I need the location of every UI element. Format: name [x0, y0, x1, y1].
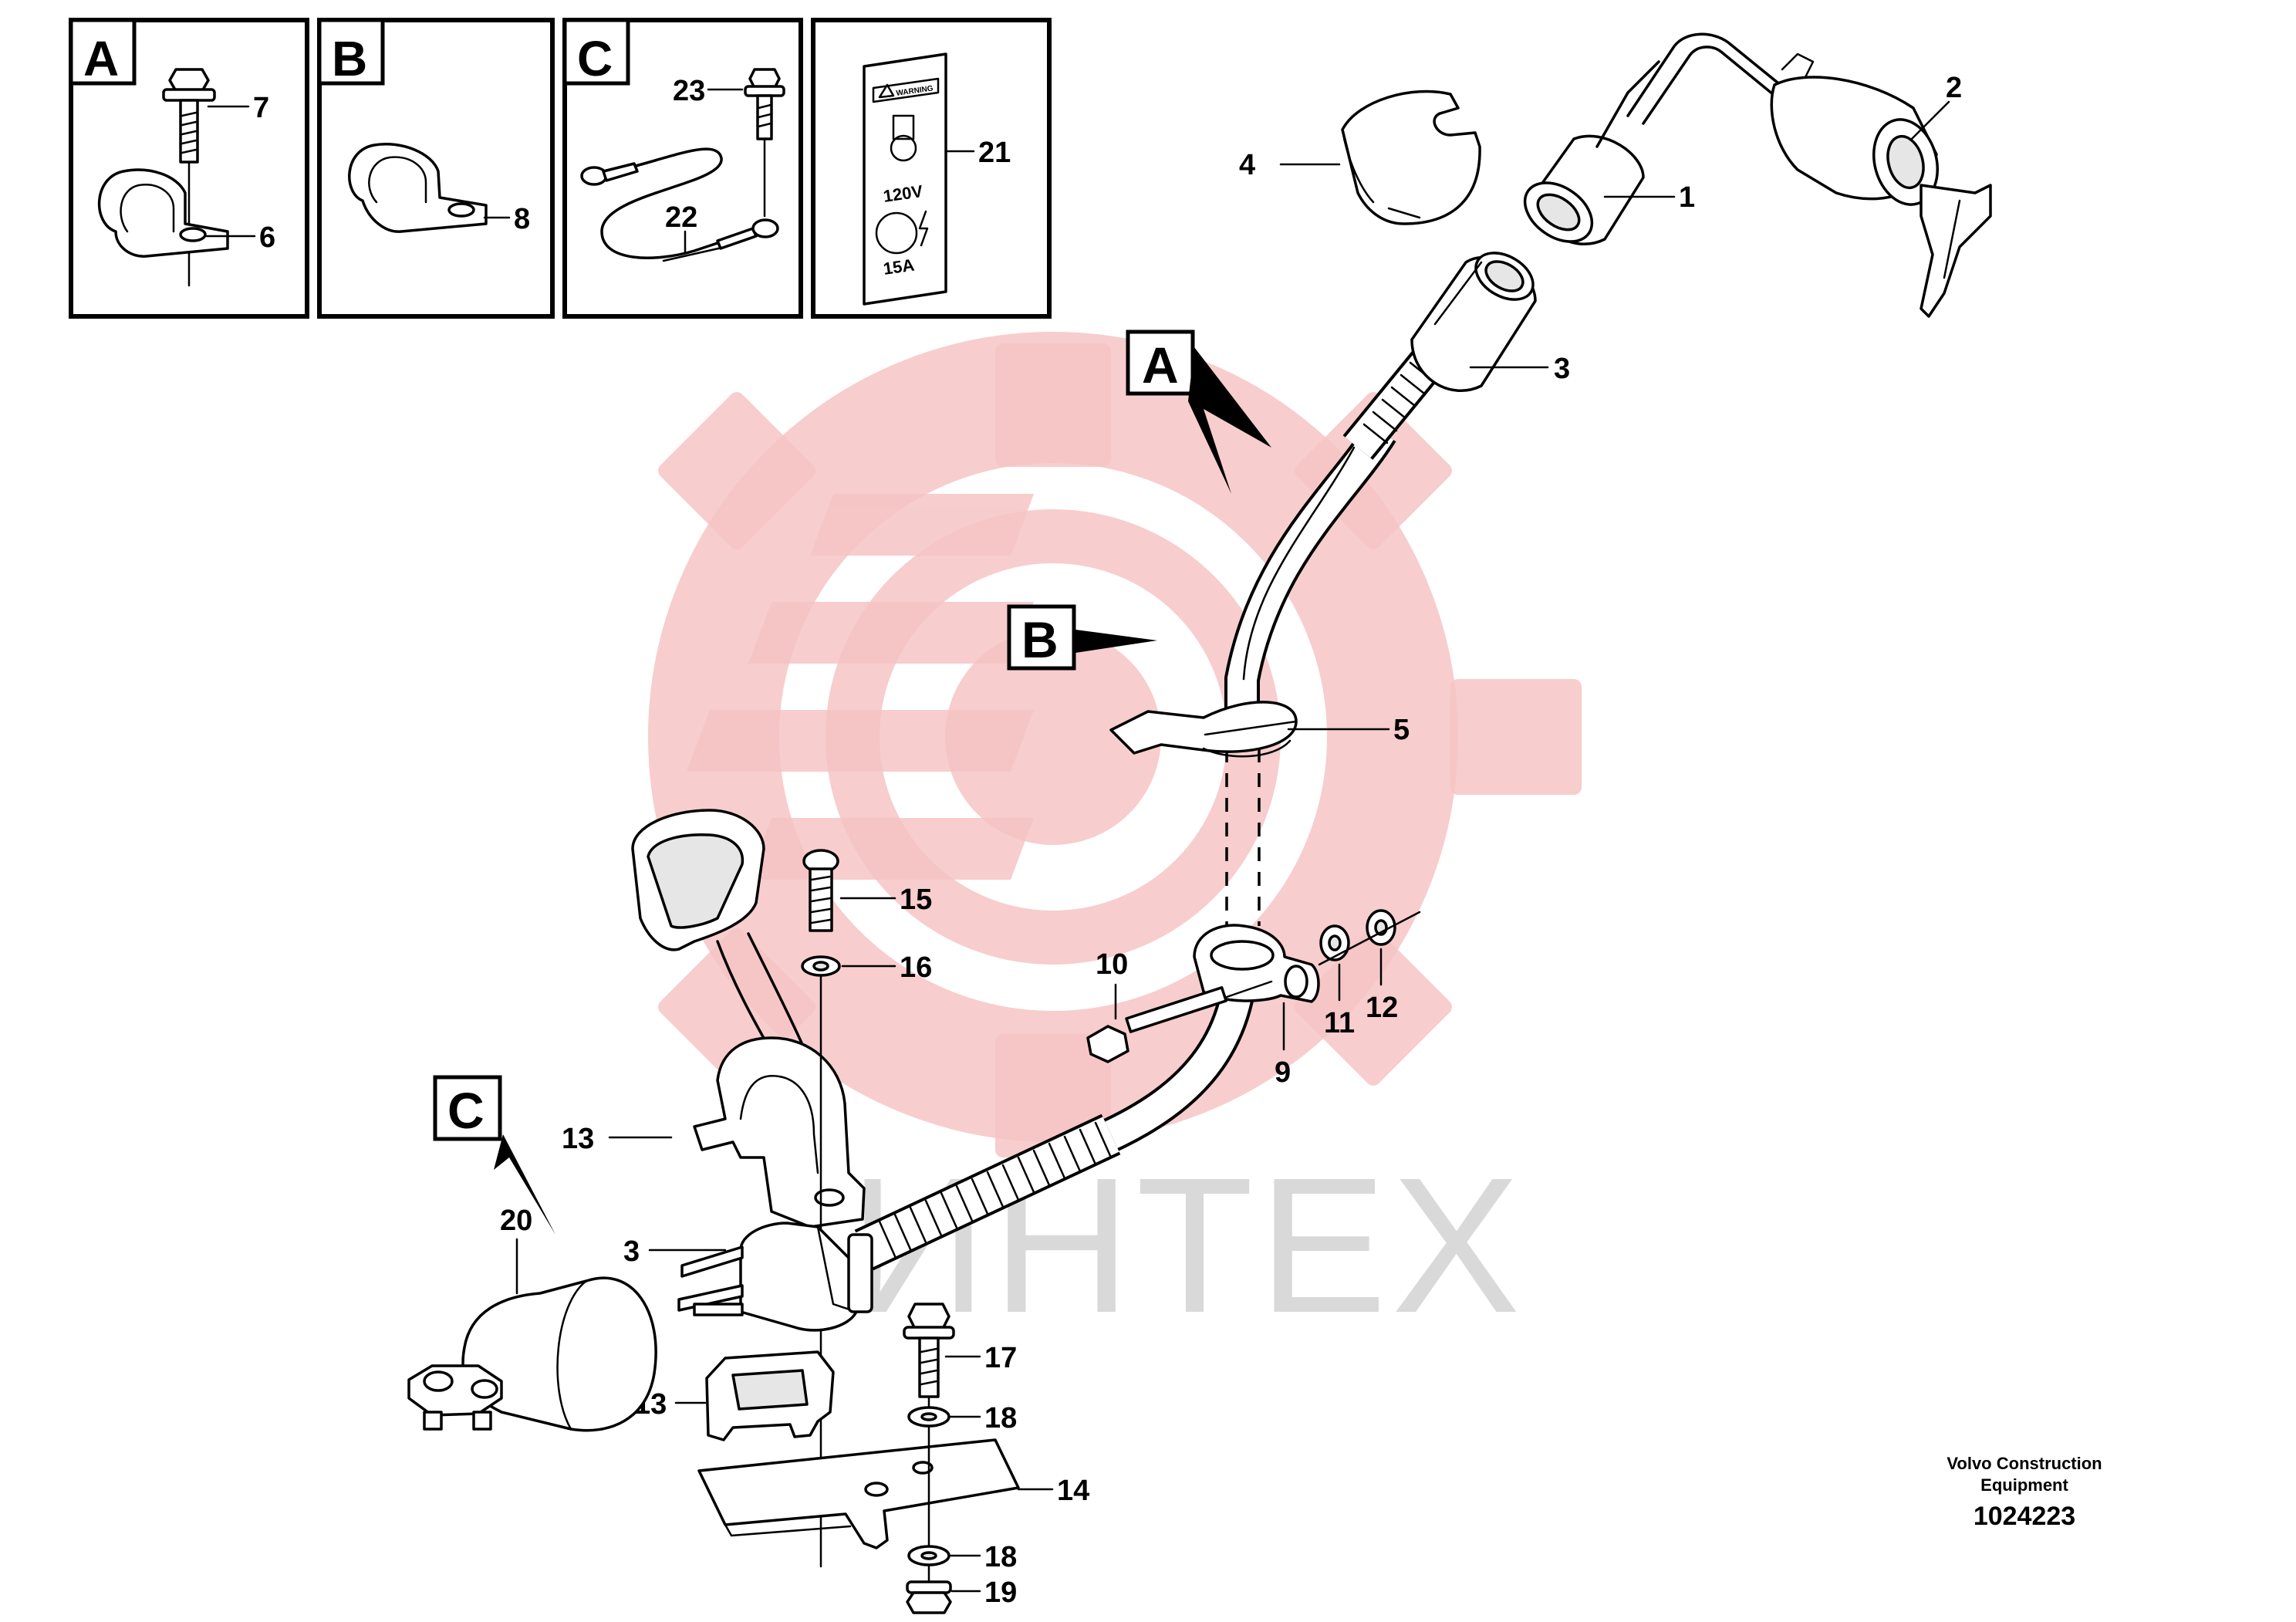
callout-21: 21: [978, 137, 1011, 169]
callout-letter-a: A: [1126, 329, 1271, 494]
socket-1: [1523, 60, 1660, 245]
callout-2: 2: [1946, 72, 1962, 104]
washer-18-lower: [907, 1545, 950, 1566]
callout-17: 17: [984, 1342, 1017, 1374]
callout-8: 8: [514, 203, 530, 235]
bolt-17: [903, 1303, 955, 1398]
callout-14: 14: [1057, 1475, 1089, 1507]
cover-4: [1341, 90, 1481, 225]
detail-box-decal: WARNING 120V 15A 21: [811, 18, 1052, 319]
plug-3-lower: [677, 1222, 873, 1332]
callout-18-lower: 18: [984, 1541, 1017, 1573]
bolt-7: [162, 68, 216, 164]
callout-9: 9: [1275, 1056, 1291, 1089]
detail-box-c-letter: C: [577, 31, 613, 86]
washer-11: [1319, 924, 1350, 961]
callout-13-upper: 13: [562, 1123, 594, 1155]
washer-18-upper: [907, 1406, 950, 1428]
connector-2: [1770, 52, 1992, 318]
detail-box-b: B 8: [317, 18, 555, 319]
bulb-icon: [890, 134, 917, 162]
callout-3-lower: 3: [623, 1235, 640, 1268]
maker-line-2: Equipment: [1980, 1475, 2068, 1495]
svg-text:C: C: [447, 1082, 485, 1139]
maker-line-1: Volvo Construction: [1947, 1454, 2102, 1473]
upper-corrugated: [1342, 350, 1443, 460]
callout-10: 10: [1096, 948, 1128, 981]
lightning-icon: [918, 210, 929, 247]
cable-assembly: [854, 350, 1443, 1271]
callout-16: 16: [900, 951, 932, 984]
clamp-6: [98, 168, 229, 258]
bolt-23: [744, 68, 785, 140]
clamp-9: [1193, 924, 1320, 1003]
outlet-icon: [875, 211, 918, 255]
svg-text:A: A: [1142, 336, 1179, 394]
connector-3-upper: [1410, 252, 1537, 392]
screw-15: [802, 849, 839, 932]
detail-box-b-letter: B: [332, 31, 367, 86]
nut-19: [906, 1580, 952, 1614]
corrugated-conduit: [854, 1113, 1121, 1271]
svg-text:B: B: [1021, 611, 1059, 668]
callout-6: 6: [259, 221, 275, 254]
callout-5: 5: [1393, 714, 1410, 746]
callout-20: 20: [500, 1205, 532, 1237]
callout-18-upper: 18: [984, 1402, 1017, 1434]
callout-4: 4: [1239, 149, 1255, 181]
decal-amperage: 15A: [882, 255, 916, 279]
drawing-footer: Volvo Construction Equipment 1024223: [1947, 1454, 2102, 1531]
plate-14: [697, 1438, 1020, 1549]
callout-23: 23: [673, 75, 705, 107]
housing-cover: [631, 809, 819, 1082]
callout-15: 15: [900, 884, 932, 916]
callout-3-upper: 3: [1554, 353, 1570, 385]
ground-wire-22: [580, 147, 779, 262]
washer-16: [801, 955, 841, 977]
cable-tie-5: [1109, 701, 1298, 758]
detail-box-c: C 23 22: [562, 18, 803, 319]
heater-20: [407, 1276, 657, 1432]
detail-box-a: A 7 6: [69, 18, 309, 319]
callout-1: 1: [1679, 181, 1695, 214]
callout-11: 11: [1324, 1007, 1355, 1039]
clamp-8: [348, 143, 488, 233]
callout-letter-b: B: [1007, 604, 1157, 671]
watermark-text: ИНТЕХ: [849, 1137, 1524, 1353]
callout-12: 12: [1366, 992, 1398, 1024]
cable-to-2: [1626, 32, 1791, 125]
detail-box-a-letter: A: [83, 31, 119, 86]
bolt-10: [1086, 986, 1227, 1063]
callout-7: 7: [253, 92, 269, 124]
bracket-13-lower: [705, 1350, 835, 1441]
callout-22: 22: [665, 201, 697, 234]
drawing-number: 1024223: [1974, 1502, 2075, 1531]
warning-decal-21: WARNING 120V 15A: [863, 52, 947, 306]
warning-triangle-icon: [878, 83, 895, 99]
callout-19: 19: [984, 1576, 1017, 1609]
callout-letter-c: C: [433, 1075, 555, 1235]
